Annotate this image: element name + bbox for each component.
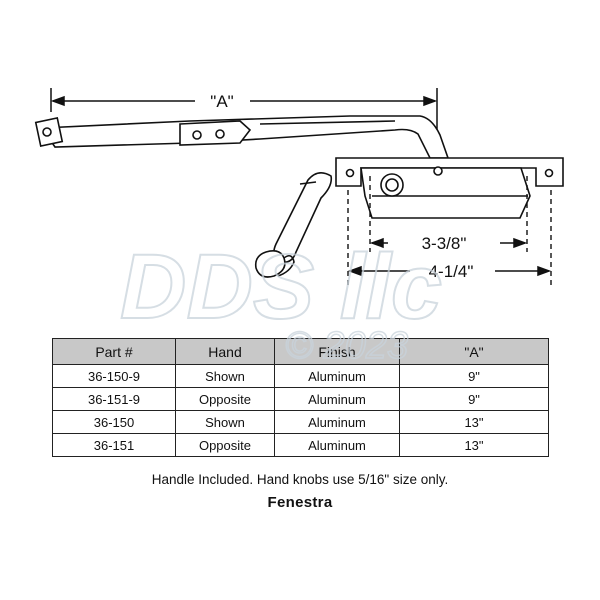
- table-row: 36-151 Opposite Aluminum 13": [52, 433, 549, 457]
- a-dimension-cell: 13": [399, 433, 549, 457]
- part-number-cell: 36-151-9: [52, 387, 176, 411]
- table-header-row: Part # Hand Finish "A": [52, 338, 549, 365]
- part-number-cell: 36-150-9: [52, 364, 176, 388]
- table-row: 36-150-9 Shown Aluminum 9": [52, 364, 549, 388]
- table-row: 36-151-9 Opposite Aluminum 9": [52, 387, 549, 411]
- dimension-a-label: "A": [210, 92, 233, 111]
- column-header: "A": [399, 338, 549, 365]
- casement-operator-drawing: "A" 3-3/8": [34, 88, 564, 285]
- table-row: 36-150 Shown Aluminum 13": [52, 410, 549, 434]
- finish-cell: Aluminum: [274, 410, 400, 434]
- part-number-cell: 36-150: [52, 410, 176, 434]
- parts-table: Part # Hand Finish "A" 36-150-9 Shown Al…: [52, 338, 549, 457]
- operator-arm: [34, 115, 450, 159]
- dimension-3-3-8-label: 3-3/8": [422, 234, 467, 253]
- finish-cell: Aluminum: [274, 387, 400, 411]
- dimension-4-1-4-label: 4-1/4": [429, 262, 474, 281]
- handle-note: Handle Included. Hand knobs use 5/16" si…: [151, 472, 449, 487]
- dimension-4-1-4: [347, 265, 552, 277]
- column-header: Hand: [175, 338, 275, 365]
- finish-cell: Aluminum: [274, 433, 400, 457]
- dimension-3-3-8: [369, 237, 528, 249]
- brand-name: Fenestra: [267, 494, 333, 511]
- a-dimension-cell: 13": [399, 410, 549, 434]
- hand-cell: Shown: [175, 364, 275, 388]
- part-number-cell: 36-151: [52, 433, 176, 457]
- column-header: Part #: [52, 338, 176, 365]
- hand-cell: Shown: [175, 410, 275, 434]
- dimension-extension-lines: [347, 176, 552, 285]
- a-dimension-cell: 9": [399, 364, 549, 388]
- column-header: Finish: [274, 338, 400, 365]
- operator-base: [335, 157, 564, 219]
- a-dimension-cell: 9": [399, 387, 549, 411]
- dimension-a: [50, 88, 438, 150]
- hand-cell: Opposite: [175, 387, 275, 411]
- hand-cell: Opposite: [175, 433, 275, 457]
- finish-cell: Aluminum: [274, 364, 400, 388]
- crank-handle: [254, 172, 333, 278]
